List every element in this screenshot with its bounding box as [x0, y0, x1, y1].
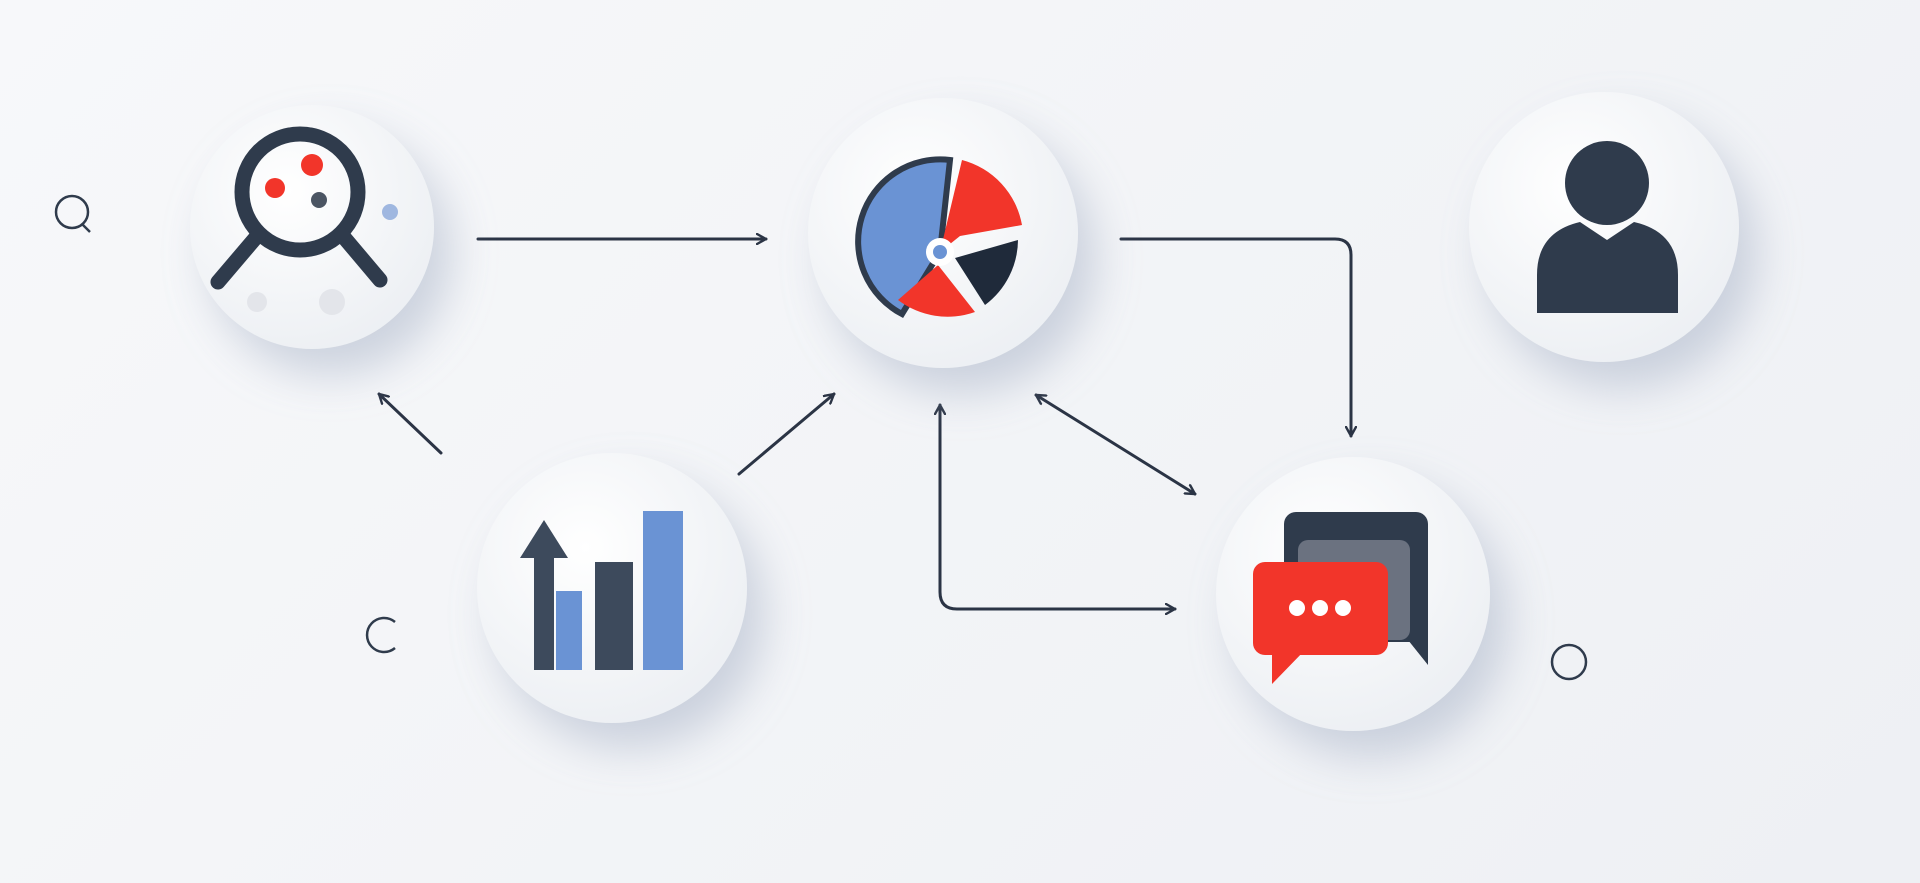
node-analytics[interactable]: [808, 98, 1078, 368]
open-circle-glyph-icon: [365, 616, 396, 654]
node-user[interactable]: [1469, 92, 1739, 362]
node-chat[interactable]: [1216, 457, 1490, 731]
node-search[interactable]: [190, 105, 434, 349]
pie-chart-icon: [855, 156, 1022, 318]
arrow-analytics-chat-bidirectional: [1034, 393, 1197, 496]
search-glyph-icon: [54, 194, 91, 233]
chat-bubbles-icon: [1253, 512, 1428, 684]
arrow-analytics-chat-elbow-bidirectional: [940, 403, 1177, 609]
connectors: [377, 237, 1351, 609]
arrow-growth-to-search: [377, 392, 443, 455]
arrow-growth-to-analytics: [737, 392, 836, 476]
arrow-analytics-to-chat-elbow: [1119, 237, 1351, 438]
node-growth[interactable]: [477, 453, 747, 723]
bar-chart-growth-icon: [520, 511, 683, 670]
user-icon: [1537, 141, 1678, 313]
magnifier-data-icon: [210, 126, 398, 315]
ring-glyph-icon: [1550, 643, 1588, 681]
